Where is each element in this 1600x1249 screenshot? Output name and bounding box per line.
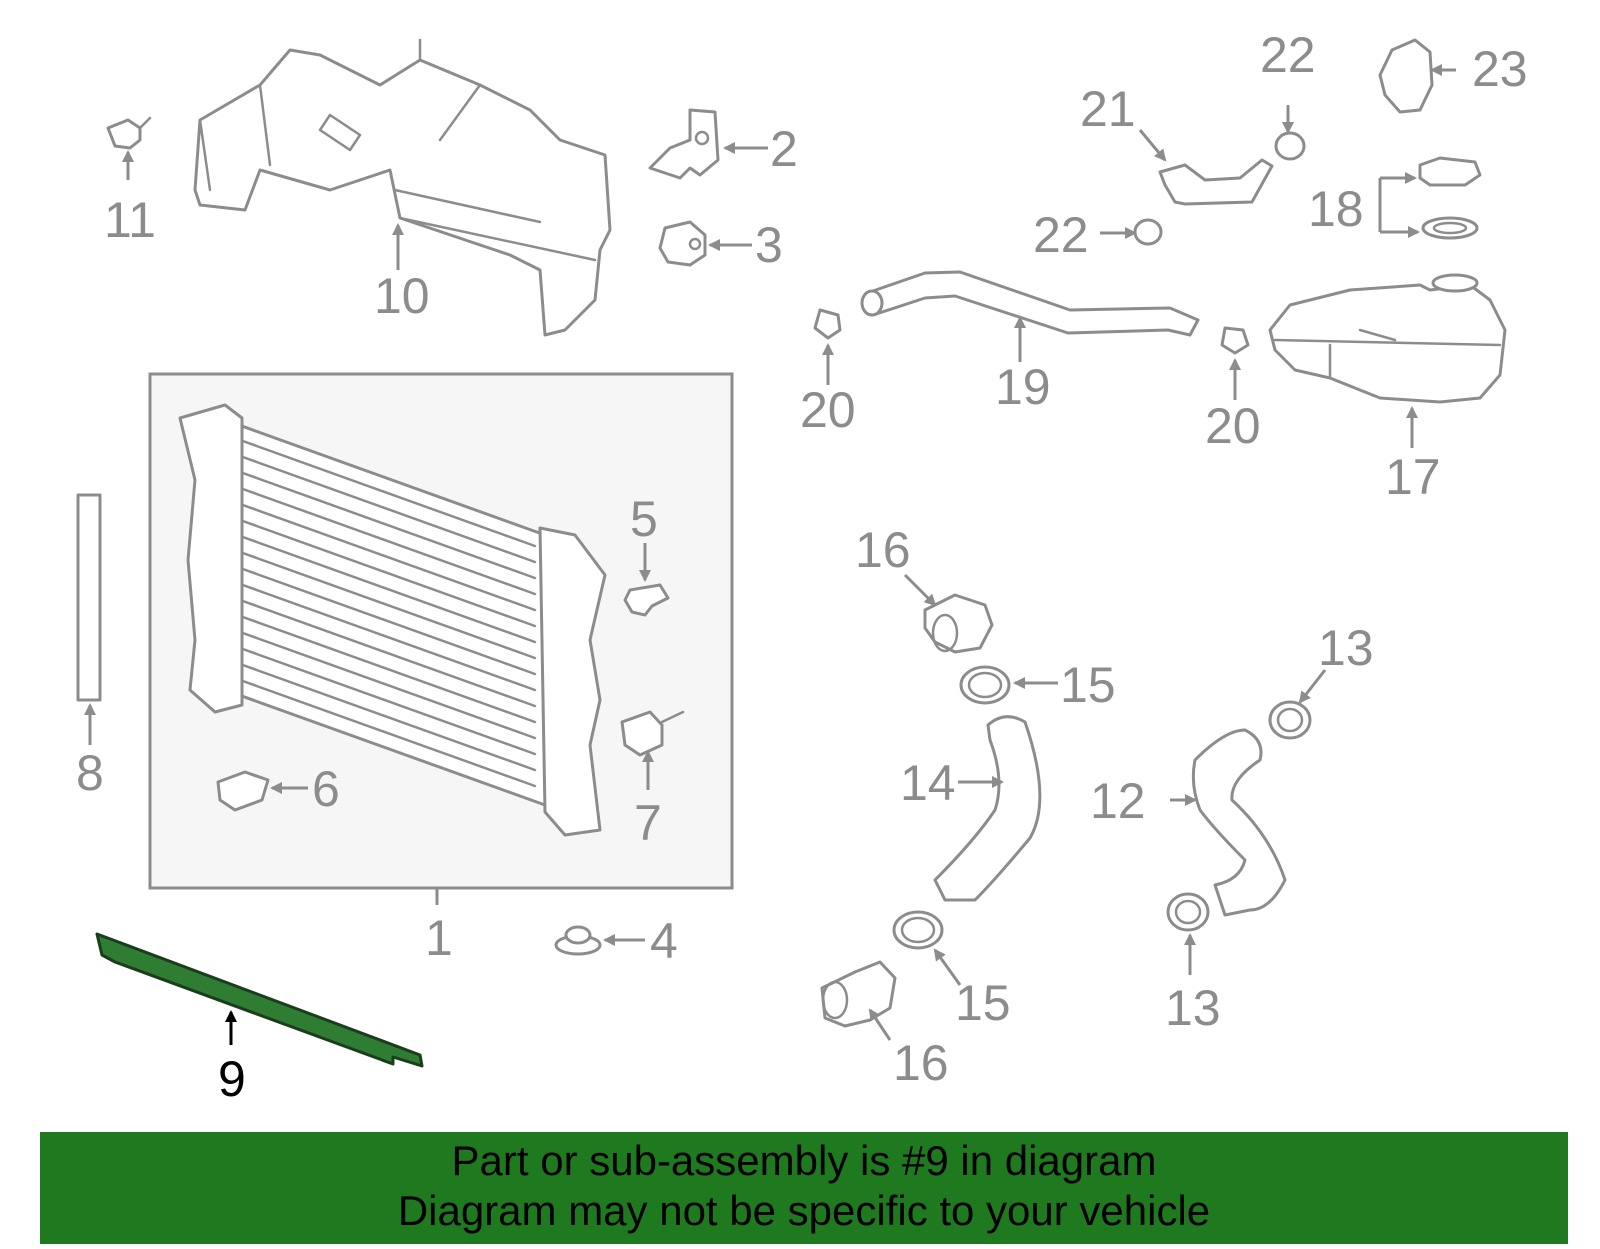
coolant-reservoir-part[interactable]: [1268, 273, 1507, 404]
callout-15-top: 15: [1060, 657, 1116, 713]
bracket-part[interactable]: [648, 108, 720, 180]
callout-22-mid: 22: [1033, 207, 1089, 263]
callout-19: 19: [995, 359, 1051, 415]
sensor-part[interactable]: [620, 710, 685, 757]
callout-5: 5: [630, 491, 658, 547]
callout-16-top: 16: [855, 522, 911, 578]
callout-9: 9: [218, 1051, 246, 1107]
vent-clamp-part-1[interactable]: [1274, 131, 1306, 161]
side-seal-part[interactable]: [76, 493, 102, 702]
callout-4: 4: [650, 913, 678, 969]
callout-12: 12: [1090, 773, 1146, 829]
leader-lines: [84, 64, 1456, 1045]
callout-20-right: 20: [1205, 398, 1261, 454]
radiator-hose-12[interactable]: [1191, 728, 1287, 917]
lower-seal-part[interactable]: [95, 932, 424, 1068]
callout-3: 3: [755, 217, 783, 273]
hose-clamp-15-upper[interactable]: [959, 665, 1011, 705]
callout-18: 18: [1308, 181, 1364, 237]
callout-8: 8: [76, 745, 104, 801]
hose-clamp-13-upper[interactable]: [1268, 700, 1312, 740]
callout-23: 23: [1472, 41, 1528, 97]
coolant-outlet-part-1[interactable]: [923, 593, 994, 654]
air-baffle-part[interactable]: [193, 38, 612, 337]
callout-7: 7: [634, 795, 662, 851]
callout-labels: 11 2 3 10 5 6 7 8 1 4 9 22 23 21 22 18 1…: [76, 27, 1528, 1107]
callout-20-left: 20: [800, 382, 856, 438]
drain-valve-part[interactable]: [216, 770, 270, 812]
hose-clamp-part-2[interactable]: [1220, 326, 1250, 355]
cap-seal-part[interactable]: [1421, 216, 1479, 240]
callout-13-bottom: 13: [1165, 980, 1221, 1036]
hose-clamp-part-1[interactable]: [813, 308, 842, 340]
radiator-hose-14[interactable]: [933, 715, 1042, 902]
banner-line-2: Diagram may not be specific to your vehi…: [397, 1187, 1211, 1234]
drain-plug-part[interactable]: [623, 583, 670, 617]
info-banner: Part or sub-assembly is #9 in diagram Di…: [40, 1132, 1568, 1244]
callout-10: 10: [374, 268, 430, 324]
callout-11: 11: [104, 192, 156, 248]
banner-line-1: Part or sub-assembly is #9 in diagram: [451, 1137, 1157, 1184]
callout-1: 1: [425, 910, 453, 966]
insulator-part[interactable]: [658, 220, 707, 267]
callout-6: 6: [312, 761, 340, 817]
hose-clamp-13-lower[interactable]: [1166, 892, 1210, 932]
callout-15-bottom: 15: [955, 975, 1011, 1031]
callout-16-bottom: 16: [893, 1035, 949, 1091]
hose-clamp-15-lower[interactable]: [892, 910, 944, 950]
overflow-hose-part[interactable]: [860, 270, 1200, 337]
callout-2: 2: [770, 121, 798, 177]
callout-22-top: 22: [1260, 27, 1316, 83]
fitting-part[interactable]: [1378, 38, 1434, 114]
callout-17: 17: [1385, 449, 1441, 505]
radiator-part[interactable]: [178, 403, 607, 837]
callout-14: 14: [900, 755, 956, 811]
vent-hose-part[interactable]: [1158, 158, 1274, 206]
vent-clamp-part-2[interactable]: [1133, 218, 1163, 246]
callout-21: 21: [1080, 81, 1136, 137]
push-pin-part[interactable]: [106, 116, 152, 150]
reservoir-cap-part[interactable]: [1418, 156, 1482, 187]
nut-part[interactable]: [554, 925, 602, 956]
coolant-outlet-part-2[interactable]: [820, 960, 897, 1028]
callout-13-top: 13: [1318, 620, 1374, 676]
